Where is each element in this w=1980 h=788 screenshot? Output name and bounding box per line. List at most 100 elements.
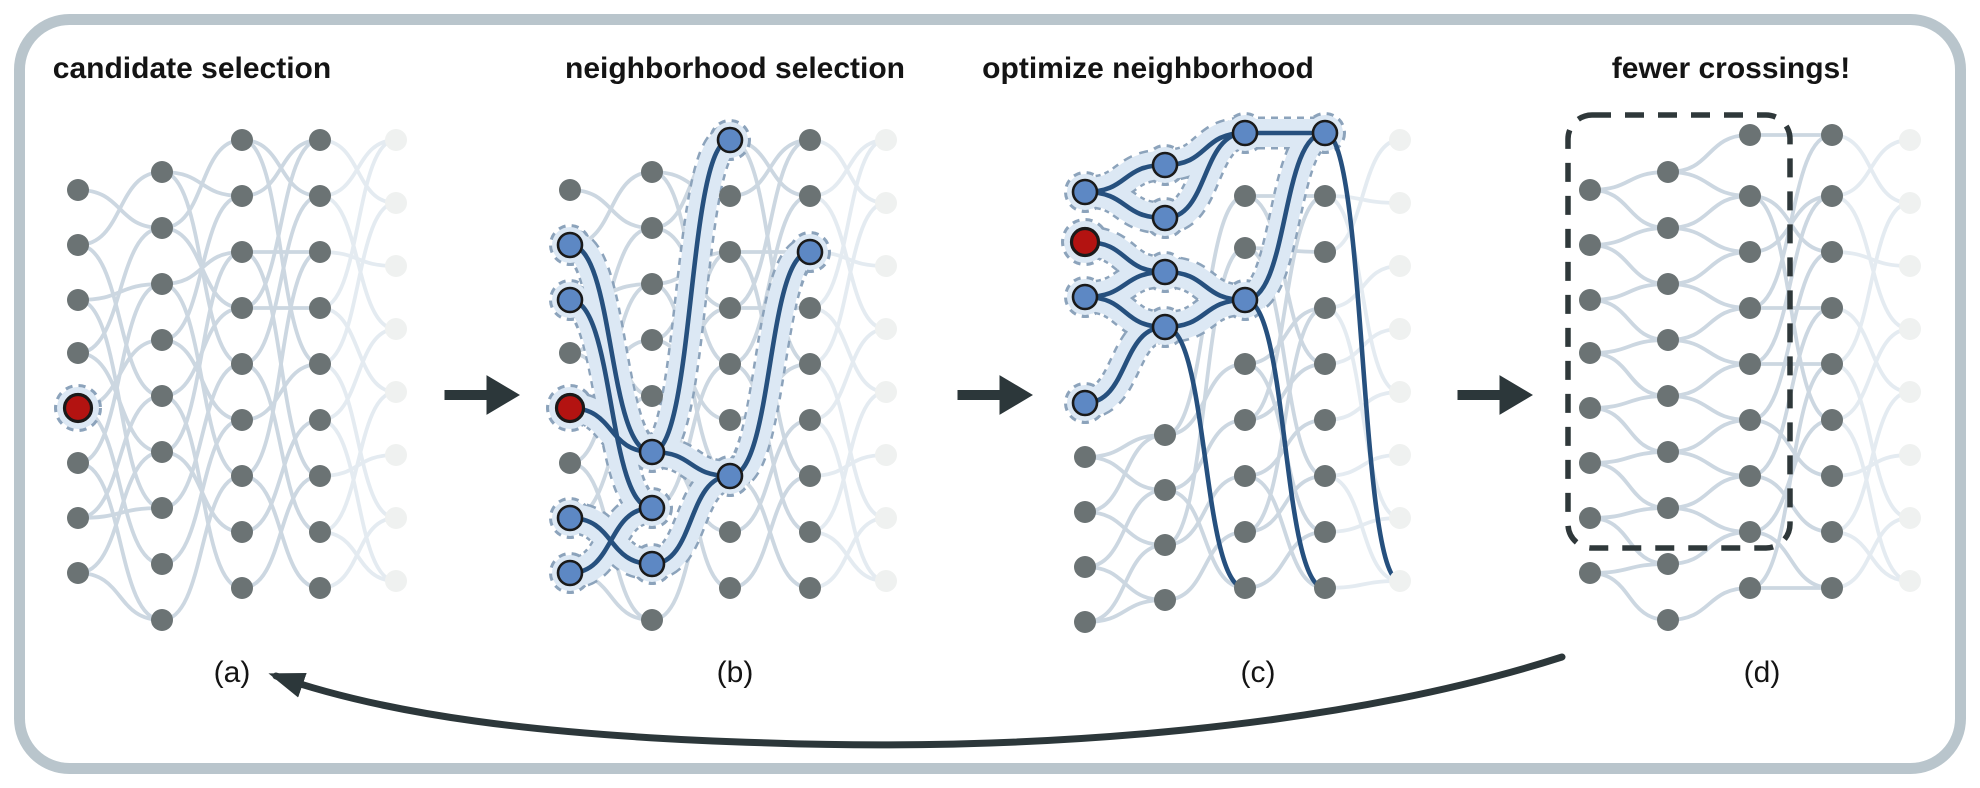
graph-node <box>1821 297 1843 319</box>
graph-node <box>1739 521 1761 543</box>
graph-node <box>641 273 663 295</box>
graph-edge <box>76 170 164 247</box>
graph-edge <box>1830 418 1912 583</box>
graph-edge <box>1323 453 1402 478</box>
neighborhood-node-blue <box>556 231 584 259</box>
graph-edge <box>76 351 164 454</box>
graph-node <box>1314 465 1336 487</box>
graph-edge <box>728 474 812 590</box>
step-arrow-icon <box>444 375 520 415</box>
graph-edge <box>160 250 244 454</box>
graph-node-faded <box>875 444 897 466</box>
graph-node <box>309 409 331 431</box>
graph-edge <box>1243 530 1327 590</box>
graph-node <box>1234 185 1256 207</box>
halo-outline <box>709 119 751 161</box>
highlight-edge <box>1162 130 1248 221</box>
graph-node <box>799 521 821 543</box>
graph-edge <box>318 327 398 422</box>
graph-edge <box>1666 226 1752 254</box>
graph-edge <box>1666 450 1752 478</box>
highlight-edge <box>727 249 813 479</box>
graph-edge <box>76 394 164 520</box>
graph-node <box>1579 397 1601 419</box>
graph-node <box>1314 297 1336 319</box>
graph-node <box>1314 241 1336 263</box>
graph-node <box>1579 342 1601 364</box>
graph-node <box>1739 185 1761 207</box>
graph-edge <box>1323 390 1402 422</box>
highlight-edge <box>649 473 733 567</box>
graph-node <box>1657 441 1679 463</box>
graph-node <box>1821 241 1843 263</box>
neighborhood-node-blue <box>1231 119 1259 147</box>
graph-node-faded <box>1899 444 1921 466</box>
neighborhood-node-blue <box>1151 204 1179 232</box>
graph-edge <box>1830 201 1912 366</box>
graph-edge <box>240 418 322 534</box>
neighborhood-node-blue <box>638 438 666 466</box>
graph-edge <box>1666 194 1752 230</box>
graph-node-faded <box>385 192 407 214</box>
panel-label-d: (d) <box>1743 656 1781 689</box>
graph-node <box>641 217 663 239</box>
graph-edge <box>1666 418 1752 454</box>
graph-edge <box>1748 362 1834 590</box>
graph-node <box>1074 501 1096 523</box>
graph-node <box>1657 497 1679 519</box>
graph-edge <box>1748 530 1834 590</box>
graph-node <box>719 185 741 207</box>
graph-edge <box>318 306 398 394</box>
graph-node <box>231 353 253 375</box>
graph-edge <box>1323 306 1402 520</box>
highlight-edge <box>1242 130 1328 303</box>
graph-node <box>719 577 741 599</box>
graph-node <box>1154 534 1176 556</box>
graph-edge <box>1666 506 1752 534</box>
graph-node <box>1821 465 1843 487</box>
graph-node-faded <box>875 255 897 277</box>
neighborhood-node-blue <box>1151 258 1179 286</box>
graph-edge <box>1830 327 1912 422</box>
graph-edge <box>808 327 888 422</box>
graph-edge <box>728 138 812 198</box>
graph-edge <box>76 226 164 355</box>
graph-node <box>1314 577 1336 599</box>
graph-node <box>719 241 741 263</box>
graph-node <box>1739 577 1761 599</box>
graph-node <box>1739 241 1761 263</box>
panel-title-optimize-neighborhood: optimize neighborhood <box>982 52 1314 85</box>
graph-node <box>1234 465 1256 487</box>
graph-edge <box>318 201 398 366</box>
graph-node-faded <box>385 255 407 277</box>
graph-node-faded <box>385 381 407 403</box>
graph-node <box>309 465 331 487</box>
graph-node-faded <box>1389 444 1411 466</box>
graph-edge <box>240 138 322 198</box>
graph-edge <box>808 201 888 366</box>
graph-node <box>1657 329 1679 351</box>
graph-node <box>559 342 581 364</box>
neighborhood-node-blue <box>796 238 824 266</box>
graph-edge <box>1830 250 1912 268</box>
graph-edge <box>1588 243 1670 286</box>
graph-node <box>799 353 821 375</box>
highlight-edge <box>567 242 655 455</box>
graph-node <box>1579 562 1601 584</box>
halo-outline <box>789 231 831 273</box>
graph-node <box>151 553 173 575</box>
graph-node-faded <box>1389 192 1411 214</box>
graph-edge <box>1588 188 1670 230</box>
graph-edge <box>1830 306 1912 394</box>
graph-node <box>309 521 331 543</box>
graph-node <box>1234 353 1256 375</box>
graph-node <box>799 129 821 151</box>
graph-edge <box>1163 474 1247 547</box>
graph-edge <box>1666 394 1752 422</box>
halo-outline <box>54 384 102 432</box>
graph-edge <box>318 138 398 198</box>
graph-node <box>151 497 173 519</box>
graph-edge <box>1323 474 1402 583</box>
graph-edge <box>1666 362 1752 398</box>
graph-edge <box>160 138 244 230</box>
